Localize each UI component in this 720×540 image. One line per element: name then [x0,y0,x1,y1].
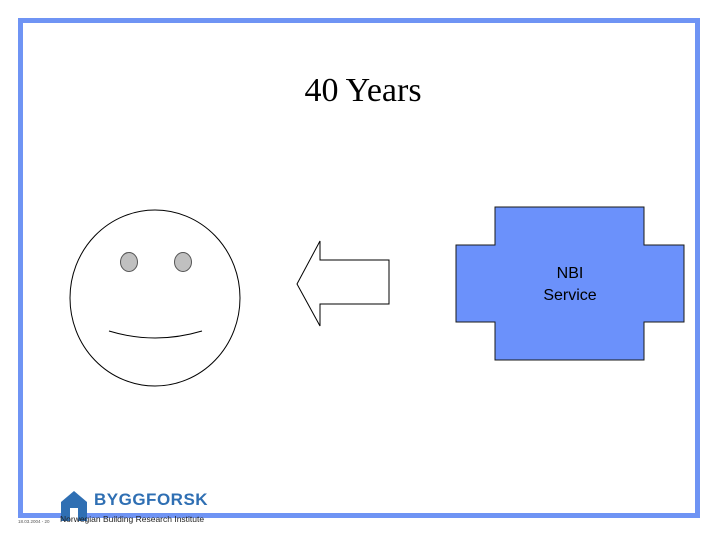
face-outline [69,209,241,387]
logo-name: BYGGFORSK [94,490,209,509]
service-cross-label: NBI Service [495,263,645,307]
mouth [108,330,203,339]
right-eye [174,252,192,272]
smiley-face-icon [69,209,241,387]
byggforsk-logo: BYGGFORSK Norwegian Building Research In… [60,490,210,530]
cross-label-line2: Service [543,287,597,304]
footer-date: 18.03.2004 - 20 [18,519,50,524]
logo-subtitle: Norwegian Building Research Institute [60,514,205,524]
left-arrow-icon [296,240,390,327]
slide-title: 40 Years [304,72,422,109]
house-logo-icon [61,491,87,521]
left-eye [120,252,138,272]
cross-label-line1: NBI [556,265,584,282]
service-cross-shape [455,206,685,361]
